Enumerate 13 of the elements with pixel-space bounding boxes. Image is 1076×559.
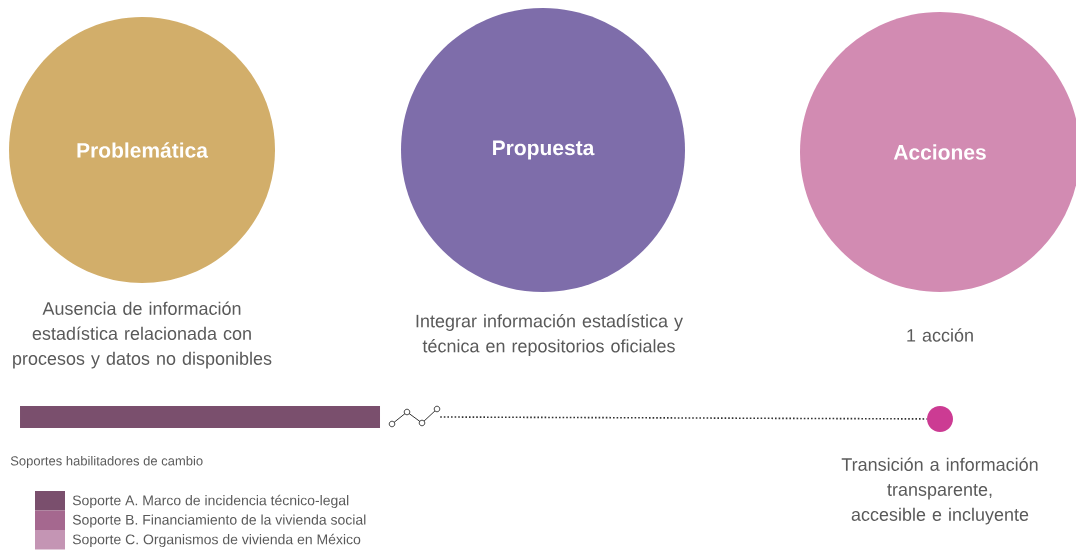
dotted-line xyxy=(439,416,928,420)
section-label: Soportes habilitadores de cambio xyxy=(10,455,203,469)
legend-text: Soporte C. Organismos de vivienda en México xyxy=(72,533,361,548)
caption-text: Transición a información transparente, accesible e incluyente xyxy=(841,457,1038,525)
dot xyxy=(927,406,953,432)
legend-text: Soporte A. Marco de incidencia técnico-legal xyxy=(72,494,349,509)
legend-text: Soporte B. Financiamiento de la vivienda social xyxy=(72,514,366,528)
caption-text: 1 acción xyxy=(907,328,973,342)
caption-text: Ausencia de información estadística relacionada con procesos y datos no disponibles xyxy=(13,301,272,369)
circle-node: Problemática xyxy=(9,17,275,283)
bar xyxy=(20,406,380,428)
caption-text: Integrar información estadística y técnica en repositorios oficiales xyxy=(416,314,683,356)
circle-node: Propuesta xyxy=(401,8,685,292)
